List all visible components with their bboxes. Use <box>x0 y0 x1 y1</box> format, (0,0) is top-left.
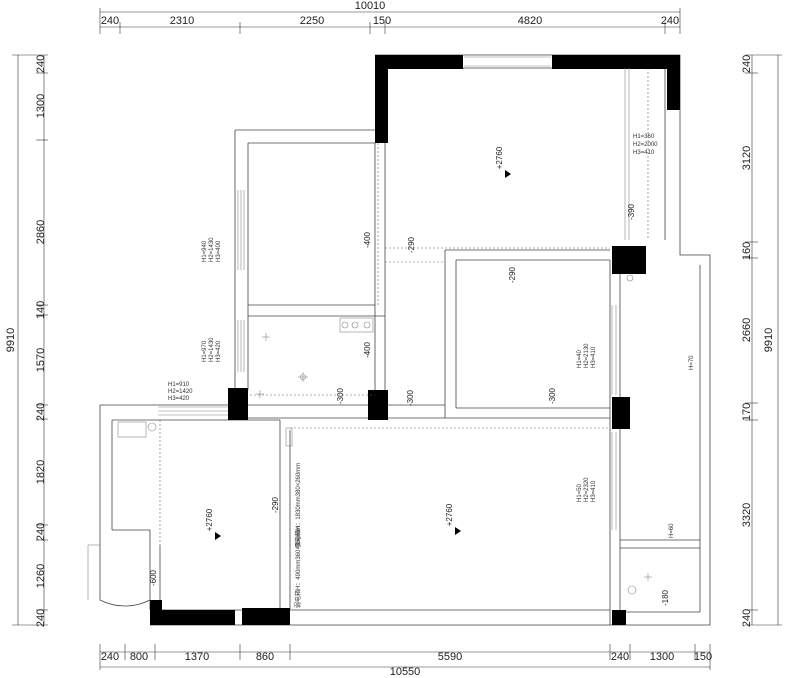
light-icon <box>298 372 308 382</box>
window-openings <box>158 56 630 530</box>
window-note-5-h2: H2=2130 <box>584 343 590 368</box>
right-dim-2: 3120 <box>741 146 753 170</box>
weak-box-note: 弱电箱H：490mm360×350mm <box>294 526 302 608</box>
bottom-dim-1: 240 <box>101 651 119 663</box>
window-note-2-h2: H2=1430 <box>209 337 215 362</box>
left-dim-5: 1570 <box>35 348 47 372</box>
light-icon <box>256 390 264 398</box>
bottom-dim-3: 1370 <box>185 651 209 663</box>
right-total-dim: 9910 <box>763 328 775 352</box>
note-h70: H=70 <box>689 355 695 370</box>
left-dim-3: 2860 <box>35 220 47 244</box>
bottom-dim-2: 800 <box>130 651 148 663</box>
bottom-dim-4: 860 <box>256 651 274 663</box>
ceiling-height-marks: -400 -290 -290 -400 -300 -300 -300 -290 … <box>149 203 670 606</box>
bottom-total-dim: 10550 <box>390 666 421 678</box>
bottom-dim-8: 150 <box>694 651 712 663</box>
strong-box-note: 强电箱H：1830mm380×260mm <box>294 463 302 548</box>
electrical-box-notes: 强电箱H：1830mm380×260mm 弱电箱H：490mm360×350mm <box>285 427 302 608</box>
window-note-4-h2: H2=2000 <box>633 142 658 148</box>
top-dimension-chain: 10010 240 2310 2250 150 4820 240 <box>99 0 681 34</box>
window-note-6-h2: H2=2320 <box>584 477 590 502</box>
window-note-6-h1: H1=50 <box>577 483 583 502</box>
right-dim-7: 240 <box>741 609 753 627</box>
right-dim-1: 240 <box>741 55 753 73</box>
light-icon <box>262 333 270 341</box>
elevation-marks: +2760 +2760 +2760 <box>205 146 511 540</box>
top-dim-6: 240 <box>661 15 679 27</box>
right-dimension-chain: 9910 240 3120 160 2660 170 3320 240 <box>741 54 782 627</box>
bottom-dim-7: 1300 <box>650 651 674 663</box>
left-dim-2: 1300 <box>35 94 47 118</box>
ceiling-mark-2: -290 <box>407 236 416 253</box>
light-icon <box>644 573 652 581</box>
window-note-2-h3: H3=420 <box>216 340 222 362</box>
top-dim-2: 2310 <box>170 15 194 27</box>
window-note-6-h3: H3=410 <box>591 480 597 502</box>
note-h60: H=60 <box>669 523 675 538</box>
right-dim-6: 3320 <box>741 503 753 527</box>
window-note-4-h3: H3=410 <box>633 150 655 156</box>
left-dim-6: 240 <box>35 403 47 421</box>
ceiling-mark-3: -290 <box>508 266 517 283</box>
left-dim-9: 1260 <box>35 564 47 588</box>
right-dim-3: 160 <box>741 242 753 260</box>
top-dim-3: 2250 <box>300 15 324 27</box>
bottom-dim-6: 240 <box>611 651 629 663</box>
ceiling-mark-6: -300 <box>406 389 415 406</box>
ceiling-dashed-outlines <box>159 68 649 600</box>
left-dim-4: 140 <box>35 301 47 319</box>
ceiling-mark-9: -600 <box>149 569 158 586</box>
walls-outline <box>99 54 711 626</box>
elevation-mark-3: +2760 <box>205 508 214 531</box>
top-total-dim: 10010 <box>355 0 386 12</box>
right-dim-5: 170 <box>741 403 753 421</box>
window-note-5-h1: H1=40 <box>577 349 583 368</box>
window-note-3-h3: H3=420 <box>168 396 190 402</box>
right-dim-4: 2660 <box>741 318 753 342</box>
ceiling-mark-10: -180 <box>661 589 670 606</box>
fixtures <box>117 274 652 595</box>
bottom-dim-5: 5590 <box>438 651 462 663</box>
left-dimension-chain: 9910 240 1300 2860 140 1570 240 1820 240… <box>5 54 48 627</box>
window-note-2-h1: H1=970 <box>202 340 208 362</box>
window-note-1-h1: H1=940 <box>202 240 208 262</box>
window-note-1-h2: H2=1430 <box>209 237 215 262</box>
ceiling-mark-4: -400 <box>363 341 372 358</box>
window-notes: H1=940 H2=1430 H3=400 H1=970 H2=1430 H3=… <box>168 134 695 538</box>
window-note-3-h2: H2=1420 <box>168 389 193 395</box>
ceiling-mark-7: -300 <box>548 387 557 404</box>
bottom-dimension-chain: 240 800 1370 860 5590 240 1300 150 10550 <box>99 644 712 678</box>
window-note-3-h1: H1=910 <box>168 382 190 388</box>
window-note-5-h3: H3=410 <box>591 346 597 368</box>
left-dim-7: 1820 <box>35 460 47 484</box>
doors <box>87 544 151 607</box>
left-dim-8: 240 <box>35 523 47 541</box>
ceiling-mark-5: -300 <box>336 387 345 404</box>
top-dim-1: 240 <box>101 15 119 27</box>
elevation-mark-2: +2760 <box>445 503 454 526</box>
window-note-1-h3: H3=400 <box>216 240 222 262</box>
top-dim-5: 4820 <box>518 15 542 27</box>
left-dim-10: 240 <box>35 609 47 627</box>
left-dim-1: 240 <box>35 55 47 73</box>
window-note-4-h1: H1=360 <box>633 134 655 140</box>
left-total-dim: 9910 <box>5 328 17 352</box>
elevation-mark-1: +2760 <box>495 146 504 169</box>
ceiling-mark-11: -390 <box>627 203 636 220</box>
ceiling-mark-8: -290 <box>271 496 280 513</box>
ceiling-mark-1: -400 <box>363 231 372 248</box>
structural-walls <box>150 55 680 625</box>
top-dim-4: 150 <box>373 15 391 27</box>
